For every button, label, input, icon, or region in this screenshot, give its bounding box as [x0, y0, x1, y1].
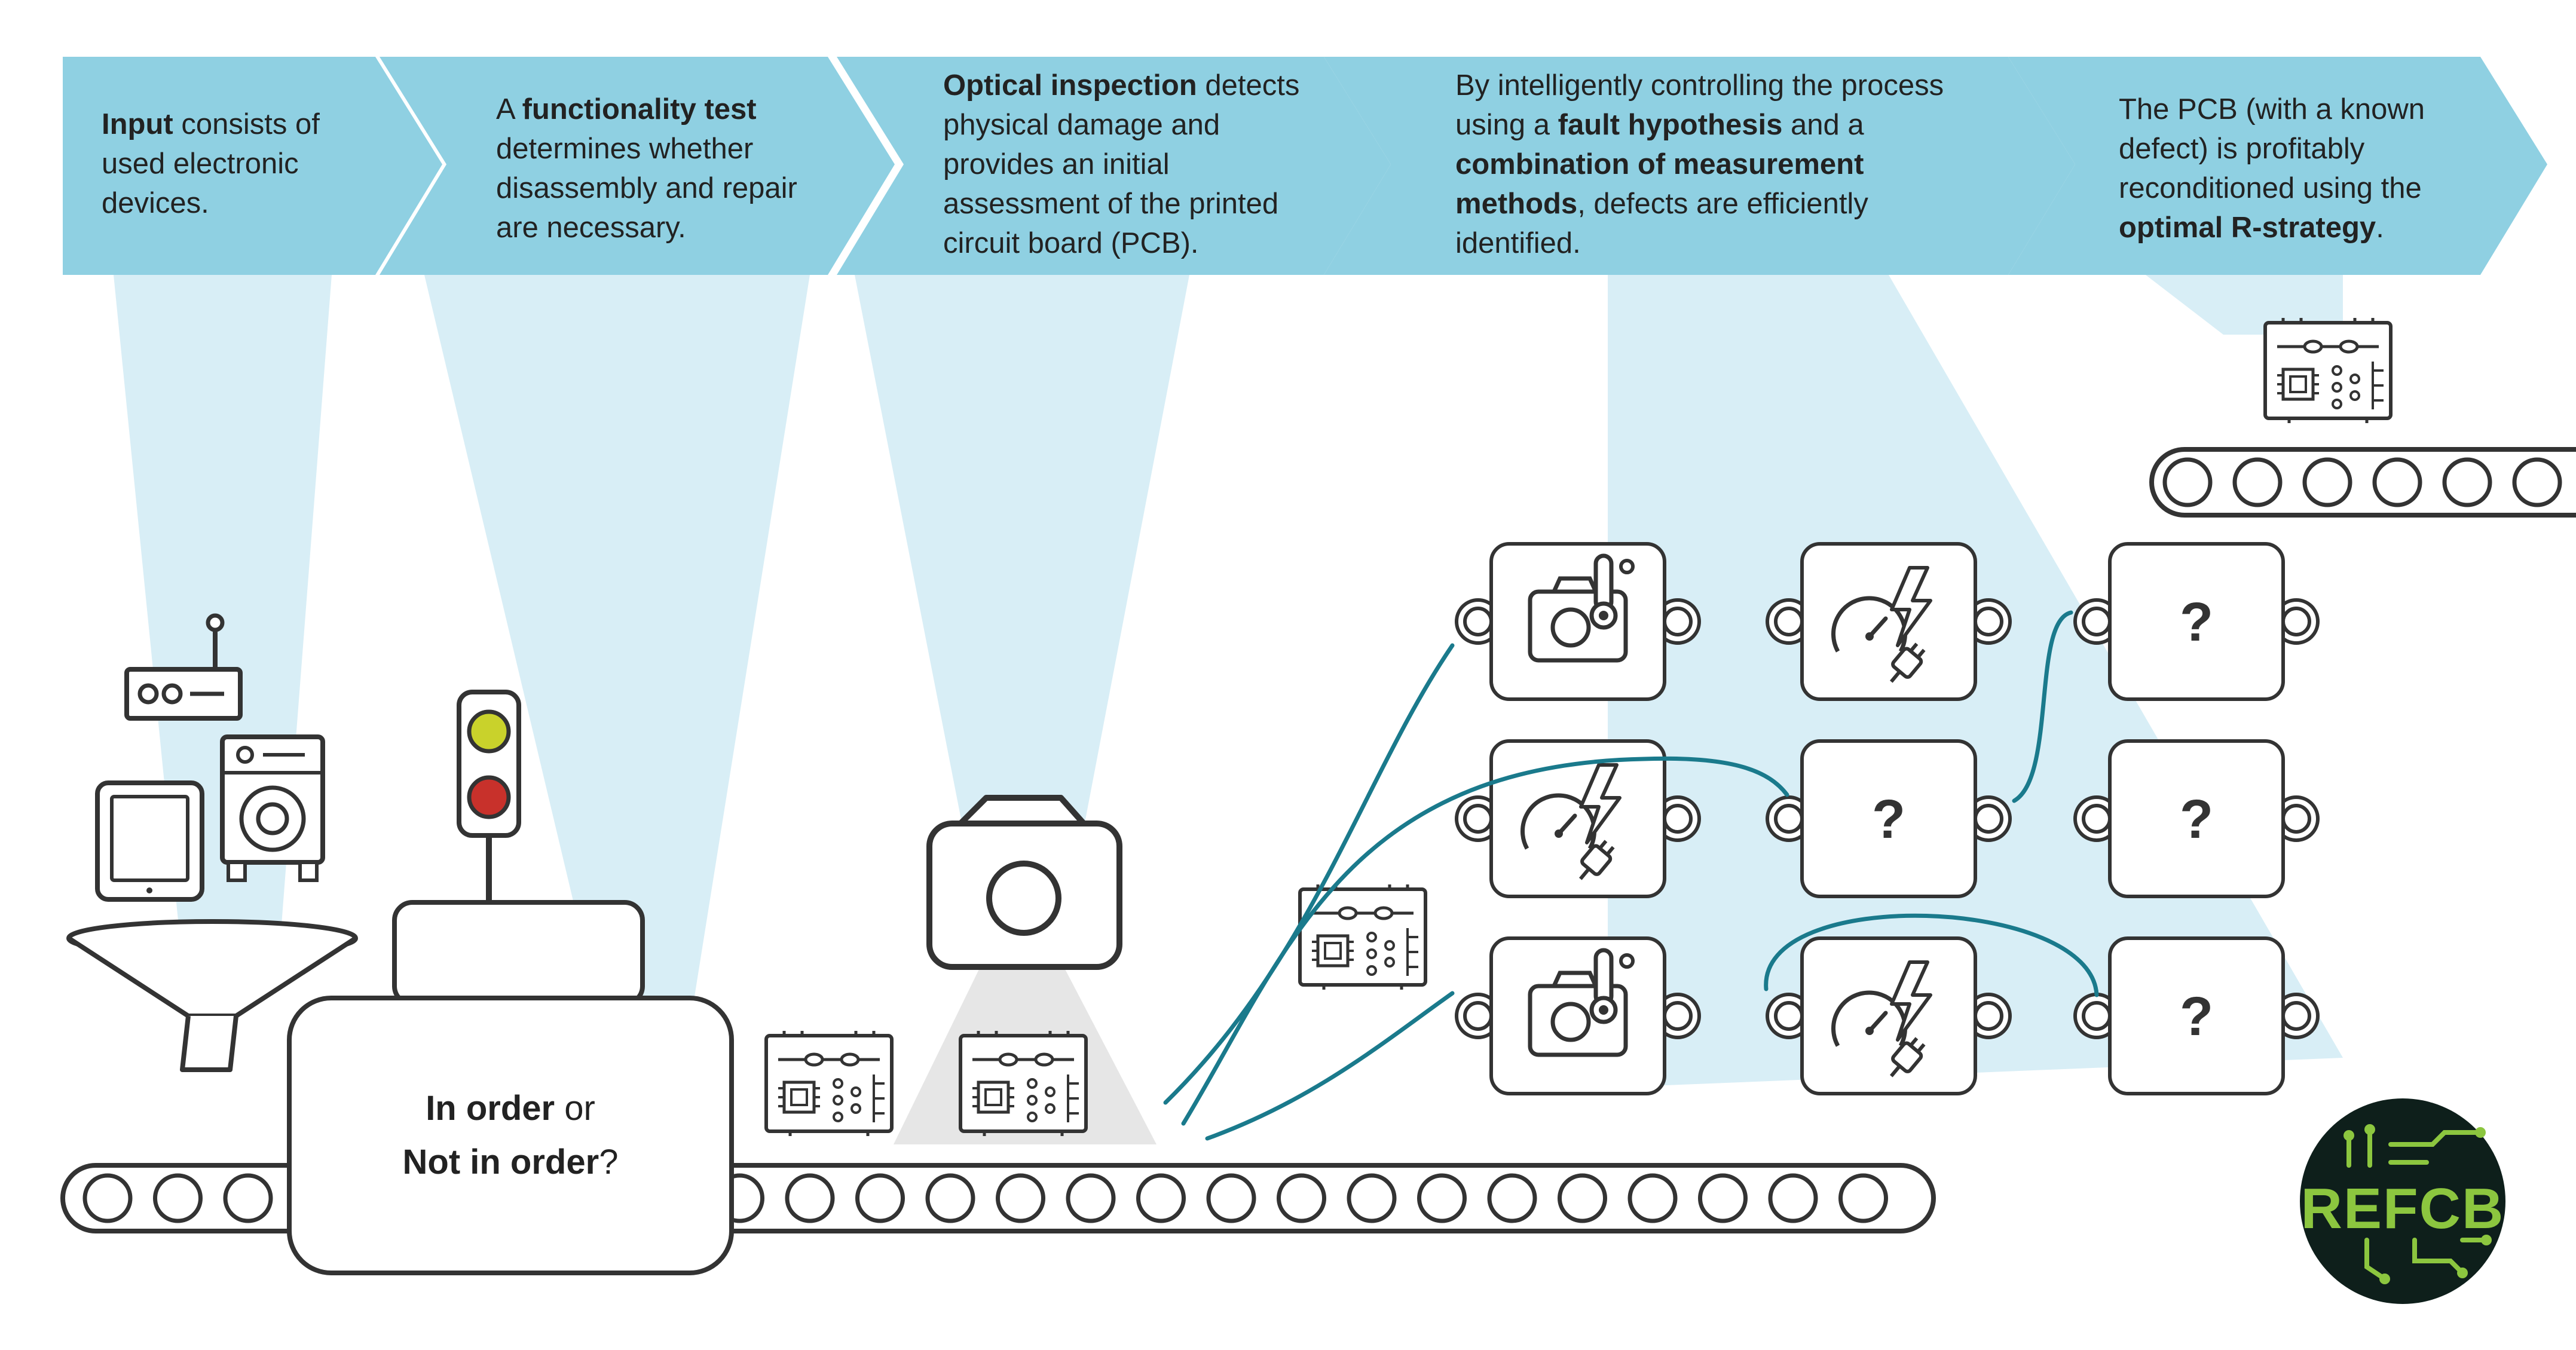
banner-step-5	[2008, 57, 2547, 275]
logo-text: REFCB	[2301, 1177, 2505, 1241]
functionality-tester	[287, 900, 734, 1275]
step-4-rest: , defects are efficiently identified.	[1455, 188, 1868, 259]
station-unknown-label: ?	[2180, 592, 2213, 653]
step-2-pre: A	[496, 93, 522, 125]
station-unknown-label: ?	[2180, 789, 2213, 850]
step-2-text: A functionality test determines whether …	[496, 90, 831, 247]
conveyor-roller	[1206, 1173, 1256, 1223]
decision-text: In order or Not in order?	[289, 1082, 732, 1189]
conveyor-roller	[1838, 1173, 1888, 1223]
pcb-icon-reconditioned	[2265, 318, 2391, 423]
conveyor-roller	[1627, 1173, 1678, 1223]
pcb-icon-inspected	[960, 1031, 1086, 1136]
traffic-light-icon	[457, 690, 521, 902]
station-unknown-label: ?	[1872, 789, 1905, 850]
conveyor-roller	[2162, 457, 2213, 507]
conveyor-roller	[2232, 457, 2283, 507]
wire-to-thermal-1	[1163, 643, 1455, 1105]
wire-electrical3-to-unknown4	[1764, 913, 2099, 997]
step-3-text: Optical inspection detects physical dama…	[943, 66, 1326, 263]
step-4-bold-2: combination of measurement methods	[1455, 148, 1864, 220]
step-4-bold-1: fault hypothesis	[1558, 109, 1783, 141]
step-1-text: Input consists of used electronic device…	[102, 105, 353, 223]
routing-wires	[1163, 610, 2099, 1141]
measurement-stations: ? ? ? ?	[1457, 544, 2318, 1094]
step-1-rest: consists of used electronic devices.	[102, 108, 320, 219]
conveyor-roller	[2302, 457, 2352, 507]
decision-or: or	[555, 1089, 595, 1128]
decision-question: ?	[599, 1143, 619, 1181]
conveyor-roller	[1768, 1173, 1818, 1223]
step-4-text: By intelligently controlling the process…	[1455, 66, 1993, 263]
conveyor-roller	[996, 1173, 1045, 1223]
step-5-rest: .	[2376, 212, 2384, 244]
step-1-bold: Input	[102, 108, 173, 140]
station-electrical-3	[1767, 938, 2010, 1094]
step-2-rest: determines whether disassembly and repai…	[496, 133, 797, 244]
pcb-icon-diagnosis	[1300, 884, 1425, 990]
router-icon	[124, 613, 243, 721]
conveyor-roller	[925, 1173, 975, 1223]
banner-step-2	[380, 57, 895, 275]
conveyor-roller	[2512, 457, 2562, 507]
pcb-icon	[766, 1031, 892, 1136]
step-5-bold: optimal R-strategy	[2119, 212, 2376, 244]
step-5-pre: The PCB (with a known defect) is profita…	[2119, 93, 2425, 204]
camera-icon	[926, 795, 1122, 970]
process-banner	[63, 57, 2547, 275]
washing-machine-icon	[220, 734, 325, 882]
banner-step-4	[1324, 57, 2075, 275]
conveyor-roller	[1487, 1173, 1537, 1223]
station-unknown-label: ?	[2180, 986, 2213, 1047]
wire-unknown2-to-unknown1	[2012, 610, 2073, 803]
funnel-icon	[66, 919, 358, 1072]
decision-line-1: In order or	[289, 1082, 732, 1135]
step-5-text: The PCB (with a known defect) is profita…	[2119, 90, 2477, 247]
output-conveyor-rollers	[2162, 457, 2562, 507]
conveyor-roller	[1136, 1173, 1186, 1223]
conveyor-roller	[1558, 1173, 1607, 1223]
step-2-bold: functionality test	[522, 93, 757, 125]
conveyor-roller	[1698, 1173, 1748, 1223]
banner-step-1	[63, 57, 442, 275]
decision-in-order: In order	[426, 1089, 555, 1128]
banner-step-3	[837, 57, 1391, 275]
conveyor-roller	[2372, 457, 2422, 507]
conveyor-roller	[82, 1173, 133, 1223]
wire-to-unknown-2	[1181, 756, 1789, 1126]
step-3-bold: Optical inspection	[943, 69, 1197, 102]
wire-to-thermal-2	[1205, 991, 1455, 1141]
conveyor-roller	[785, 1173, 835, 1223]
conveyor-roller	[1066, 1173, 1116, 1223]
conveyor-roller	[1277, 1173, 1326, 1223]
refcb-logo: REFCB	[2300, 1098, 2505, 1304]
conveyor-roller	[2442, 457, 2492, 507]
tablet-icon	[95, 780, 204, 902]
step-4-pre: By intelligently controlling the process…	[1455, 69, 1944, 141]
step-3-rest: detects physical damage and provides an …	[943, 69, 1300, 259]
decision-not-in-order: Not in order	[402, 1143, 599, 1181]
step-4-mid: and a	[1782, 109, 1864, 141]
conveyor-roller	[1417, 1173, 1467, 1223]
conveyor-roller	[153, 1173, 203, 1223]
conveyor-roller	[223, 1173, 273, 1223]
station-electrical-1	[1767, 544, 2010, 699]
conveyor-roller	[1347, 1173, 1397, 1223]
conveyor-rollers	[82, 1173, 1888, 1223]
conveyor-roller	[855, 1173, 905, 1223]
decision-line-2: Not in order?	[289, 1135, 732, 1189]
